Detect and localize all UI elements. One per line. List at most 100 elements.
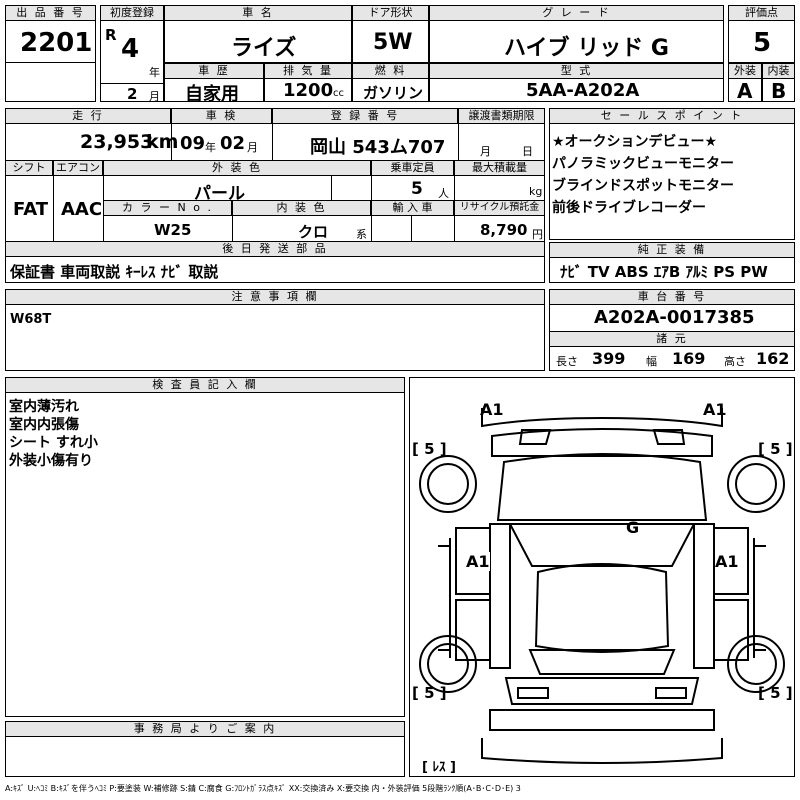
insp-month-unit: 月 — [247, 141, 258, 154]
shift: FAT — [13, 199, 49, 220]
displacement: 1200 — [283, 80, 334, 101]
equipment-cell: 純 正 装 備 ﾅﾋﾞ TV ABS ｴｱB ｱﾙﾐ PS PW — [549, 242, 795, 283]
spec-block: 走 行 23,953 km 車 検 09 年 02 月 登 録 番 号 岡山 5… — [5, 108, 545, 283]
tire-rear-left: [ 5 ] — [412, 684, 447, 702]
reg-year: 4 — [121, 34, 140, 64]
office-label: 事 務 局 よ り ご 案 内 — [6, 722, 404, 737]
displacement-unit: cc — [333, 88, 344, 99]
ac: AAC — [61, 199, 103, 220]
year-unit: 年 — [149, 66, 160, 79]
equipment-items: ﾅﾋﾞ TV ABS ｴｱB ｱﾙﾐ PS PW — [560, 263, 768, 281]
car-outline — [419, 408, 785, 764]
office-cell: 事 務 局 よ り ご 案 内 — [5, 721, 405, 777]
plate-label: 登 録 番 号 — [273, 109, 458, 124]
load-unit: kg — [529, 185, 543, 198]
inspection-label: 車 検 — [172, 109, 272, 124]
insp-year-unit: 年 — [205, 141, 216, 154]
model: 5AA-A202A — [526, 80, 640, 101]
color-no-label: カ ラ ー N o . — [104, 201, 232, 216]
grade-label: グ レ ー ド — [430, 6, 723, 21]
notes-cell: 注 意 事 項 欄 W68T — [5, 289, 545, 371]
height-label: 高さ — [724, 355, 746, 368]
first-reg-label: 初度登録 — [101, 6, 163, 21]
capacity: 5 — [411, 179, 423, 199]
grade-cell: グ レ ー ド ハイブ リッド G — [429, 5, 724, 63]
legend: A:ｷｽﾞ U:ﾍｺﾐ B:ｷｽﾞを伴うﾍｺﾐ P:要塗装 W:補修跡 S:錆 … — [5, 784, 521, 793]
lot-cell: 出 品 番 号 2201 — [5, 5, 96, 102]
door-cell: ドア形状 5W — [352, 5, 429, 63]
displacement-cell: 排 気 量 1200 cc — [264, 63, 352, 102]
inspector-line: 室内内張傷 — [9, 417, 79, 433]
transfer-month-unit: 月 — [480, 145, 491, 158]
capacity-label: 乗車定員 — [372, 161, 454, 176]
interior-label: 内装 — [763, 64, 794, 79]
int-color-unit: 系 — [356, 228, 367, 241]
inspector-label: 検 査 員 記 入 欄 — [6, 378, 404, 393]
color: パール — [194, 184, 245, 204]
exterior-label: 外装 — [729, 64, 761, 79]
width-label: 幅 — [646, 355, 657, 368]
car-diagram: A1 A1 G A1 A1 [ 5 ] [ 5 ] [ 5 ] [ 5 ] [ … — [409, 377, 795, 777]
sales-points-label: セ ー ル ス ポ イ ン ト — [550, 109, 794, 124]
model-cell: 型 式 5AA-A202A — [429, 63, 724, 102]
ac-label: エアコン — [54, 161, 103, 176]
history-label: 車 歴 — [165, 64, 263, 79]
history: 自家用 — [185, 84, 239, 105]
reg-month: 2 — [127, 85, 138, 103]
chassis-number: A202A-0017385 — [594, 307, 755, 328]
insp-year: 09 — [180, 133, 206, 154]
history-cell: 車 歴 自家用 — [164, 63, 264, 105]
door-type: 5W — [373, 30, 413, 55]
chassis-cell: 車 台 番 号 A202A-0017385 諸 元 長さ 399 幅 169 高… — [549, 289, 795, 371]
fuel: ガソリン — [363, 84, 424, 102]
chassis-label: 車 台 番 号 — [550, 290, 794, 305]
exterior-grade: A — [737, 79, 753, 103]
spare-tire: [ ﾚｽ ] — [422, 760, 456, 775]
load-label: 最大積載量 — [455, 161, 544, 176]
tire-front-left: [ 5 ] — [412, 440, 447, 458]
sales-points-cell: セ ー ル ス ポ イ ン ト ★オークションデビュー★ パノラミックビューモニ… — [549, 108, 795, 240]
sales-point: ★オークションデビュー★ — [552, 134, 718, 150]
grade: ハイブ リッド G — [504, 36, 669, 61]
first-registration-cell: 初度登録 R 4 年 2 月 — [100, 5, 164, 103]
car-name: ライズ — [231, 36, 297, 61]
car-name-cell: 車 名 ライズ — [164, 5, 352, 63]
recycle-label: リサイクル預託金 — [455, 201, 544, 216]
mileage-unit: km — [146, 131, 179, 153]
inspector-line: 室内薄汚れ — [9, 399, 79, 415]
color-label: 外 装 色 — [104, 161, 371, 176]
transfer-day-unit: 日 — [522, 145, 533, 158]
insp-month: 02 — [220, 133, 246, 154]
later-parts-label: 後 日 発 送 部 品 — [6, 242, 544, 257]
later-parts: 保証書 車両取説 ｷｰﾚｽ ﾅﾋﾞ 取説 — [10, 263, 219, 281]
score: 5 — [753, 28, 772, 58]
inspector-cell: 検 査 員 記 入 欄 室内薄汚れ 室内内張傷 シート すれ小 外装小傷有り — [5, 377, 405, 717]
notes-label: 注 意 事 項 欄 — [6, 290, 544, 305]
mileage-label: 走 行 — [6, 109, 171, 124]
notes-text: W68T — [10, 312, 52, 327]
int-color-label: 内 装 色 — [233, 201, 371, 216]
length: 399 — [592, 349, 626, 368]
color-no: W25 — [154, 221, 192, 239]
lot-label: 出 品 番 号 — [6, 6, 95, 21]
sales-point: パノラミックビューモニター — [552, 156, 734, 172]
recycle-amount: 8,790 — [480, 221, 528, 239]
lot-number: 2201 — [20, 28, 93, 58]
interior-cell: 内装 B — [762, 63, 795, 103]
int-color: クロ — [298, 223, 329, 241]
specs-label: 諸 元 — [550, 331, 794, 347]
transfer-label: 譲渡書類期限 — [459, 109, 544, 124]
capacity-unit: 人 — [438, 187, 449, 200]
length-label: 長さ — [556, 355, 578, 368]
fuel-label: 燃 料 — [353, 64, 428, 79]
inspector-line: シート すれ小 — [9, 435, 98, 451]
damage-left-door: A1 — [466, 552, 490, 571]
inspector-line: 外装小傷有り — [9, 453, 93, 469]
sales-point: ブラインドスポットモニター — [552, 178, 734, 194]
mileage: 23,953 — [80, 131, 154, 153]
shift-label: シフト — [6, 161, 53, 176]
month-unit: 月 — [149, 90, 160, 103]
sales-point: 前後ドライブレコーダー — [552, 200, 706, 216]
tire-front-right: [ 5 ] — [758, 440, 793, 458]
damage-right-door: A1 — [715, 552, 739, 571]
